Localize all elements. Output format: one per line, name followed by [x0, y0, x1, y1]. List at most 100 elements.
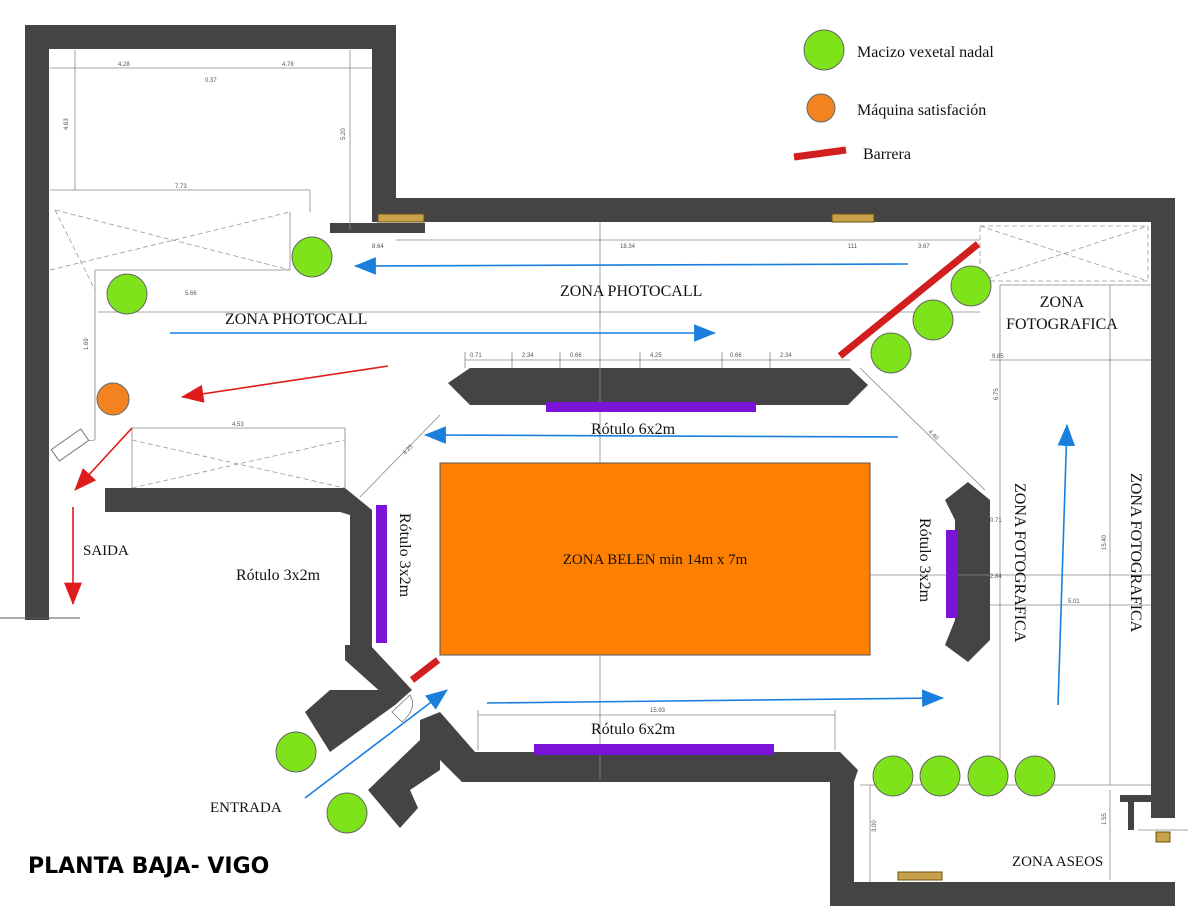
entrance-door: [391, 694, 414, 723]
entrance-block: [305, 690, 395, 752]
dashed-areas: [49, 209, 1149, 489]
dimension-label: 2.34: [522, 353, 534, 359]
flow-arrows: [64, 257, 1076, 799]
dimension-label: 0.71: [990, 518, 1002, 524]
wall-segment: [1128, 795, 1134, 830]
dimension-label: 0.66: [570, 353, 582, 359]
dimension-label: 15.93: [650, 708, 666, 714]
plant-icon: [1014, 755, 1056, 797]
wall-segment: [105, 488, 372, 650]
dimension-label: 3.67: [918, 244, 930, 250]
legend-plant-label: Macizo vexetal nadal: [857, 44, 994, 61]
exit-arrow: [180, 365, 389, 403]
dimension-label: 5.66: [185, 291, 197, 297]
dimension-label: 5.01: [1068, 599, 1080, 605]
plant-icon: [291, 236, 333, 278]
dimension-label: 4.25: [402, 443, 415, 456]
dimension-label: 1.69: [84, 338, 90, 350]
dimension-label: 1.55: [1102, 813, 1108, 825]
wall-segment: [1120, 795, 1152, 802]
window-mark: [897, 871, 943, 881]
legend-barrier-label: Barrera: [863, 146, 911, 163]
plant-icon: [326, 792, 368, 834]
flow-arrow: [1057, 423, 1076, 706]
dimension-label: 2.34: [780, 353, 792, 359]
wall-segment: [372, 198, 1175, 222]
flow-arrow: [423, 426, 899, 444]
dimension-label: 15.40: [1102, 534, 1108, 550]
rotulo-bottom-bar: [534, 744, 774, 755]
rotulo-right-bar: [946, 530, 958, 618]
window-mark: [831, 213, 875, 223]
dimension-label: 111: [848, 244, 858, 250]
dimension-label: 4.78: [282, 62, 294, 68]
plant-icon: [919, 755, 961, 797]
wall-segment: [330, 223, 425, 233]
legend-machine-icon: [806, 93, 836, 123]
dimension-label: 2.84: [990, 574, 1002, 580]
plant-icon: [967, 755, 1009, 797]
wall-segment: [1151, 198, 1175, 818]
rotulo-bottom-label: Rótulo 6x2m: [591, 721, 676, 738]
satisfaction-machine-icon: [96, 382, 130, 416]
wall-segment: [830, 882, 1175, 906]
rotulo-right-vertical-label: Rótulo 3x2m: [916, 518, 933, 603]
belen-zone: [439, 462, 871, 656]
legend-machine-label: Máquina satisfación: [857, 102, 986, 119]
legend: Macizo vexetal nadal Máquina satisfación…: [793, 29, 994, 163]
exit-label: SAIDA: [83, 543, 129, 559]
barrier-photocall: [837, 241, 981, 359]
dimension-label: 0.71: [470, 353, 482, 359]
wall-segment: [345, 645, 412, 705]
plan-title: PLANTA BAJA- VIGO: [28, 854, 269, 879]
dimension-label: 4.28: [118, 62, 130, 68]
rotulo-left-bar: [376, 505, 387, 643]
central-wall-top: [448, 368, 868, 405]
entrance-block: [368, 740, 440, 828]
dimension-label: 3.00: [872, 820, 878, 832]
fotografica-label-top: FOTOGRAFICA: [1006, 316, 1118, 333]
dimension-label: 0.66: [730, 353, 742, 359]
wall-segment: [25, 25, 49, 620]
wc-sign: [1155, 831, 1171, 843]
plant-icon: [872, 755, 914, 797]
plant-icon: [950, 265, 992, 307]
plant-icon: [870, 332, 912, 374]
dimension-label: 4.40: [927, 429, 940, 442]
legend-plant-icon: [803, 29, 845, 71]
wall-segment: [830, 770, 854, 906]
dimension-label: 0.37: [205, 78, 217, 84]
exit-arrow: [74, 427, 133, 491]
legend-barrier-icon: [793, 146, 847, 161]
rotulo-top-label: Rótulo 6x2m: [591, 421, 676, 438]
rotulo-top-bar: [546, 402, 756, 412]
entrance-label: ENTRADA: [210, 800, 282, 816]
rotulo-left-outer-label: Rótulo 3x2m: [236, 567, 321, 584]
wall-segment: [372, 25, 396, 220]
dimension-label: 4.25: [650, 353, 662, 359]
dimension-label: 8.64: [372, 244, 384, 250]
toilets-label: ZONA ASEOS: [1012, 854, 1103, 870]
dimension-label: 7.73: [175, 184, 187, 190]
rotulo-left-vertical-label: Rótulo 3x2m: [396, 513, 413, 598]
plant-icon: [912, 299, 954, 341]
photocall-label-left: ZONA PHOTOCALL: [225, 311, 367, 328]
walls: [25, 25, 1175, 906]
dimension-labels: 4.28 4.78 0.37 7.73 4.63 5.20 8.64 18.34…: [64, 62, 1108, 832]
entrance-arrow: [304, 689, 448, 799]
window-mark: [377, 213, 425, 223]
fotografica-label-top: ZONA: [1040, 294, 1085, 311]
fotografica-label-vertical: ZONA FOTOGRAFICA: [1127, 473, 1144, 633]
fotografica-label-vertical: ZONA FOTOGRAFICA: [1011, 483, 1028, 643]
dimension-label: 9.85: [992, 354, 1004, 360]
flow-arrow: [353, 257, 909, 275]
belen-zone-label: ZONA BELEN min 14m x 7m: [563, 552, 748, 568]
dimension-label: 5.20: [341, 128, 347, 140]
dimension-label: 4.53: [232, 422, 244, 428]
wall-segment: [420, 712, 858, 782]
plants: [106, 236, 1056, 834]
dimension-label: 4.63: [64, 118, 70, 130]
photocall-label-top: ZONA PHOTOCALL: [560, 283, 702, 300]
plant-icon: [275, 731, 317, 773]
